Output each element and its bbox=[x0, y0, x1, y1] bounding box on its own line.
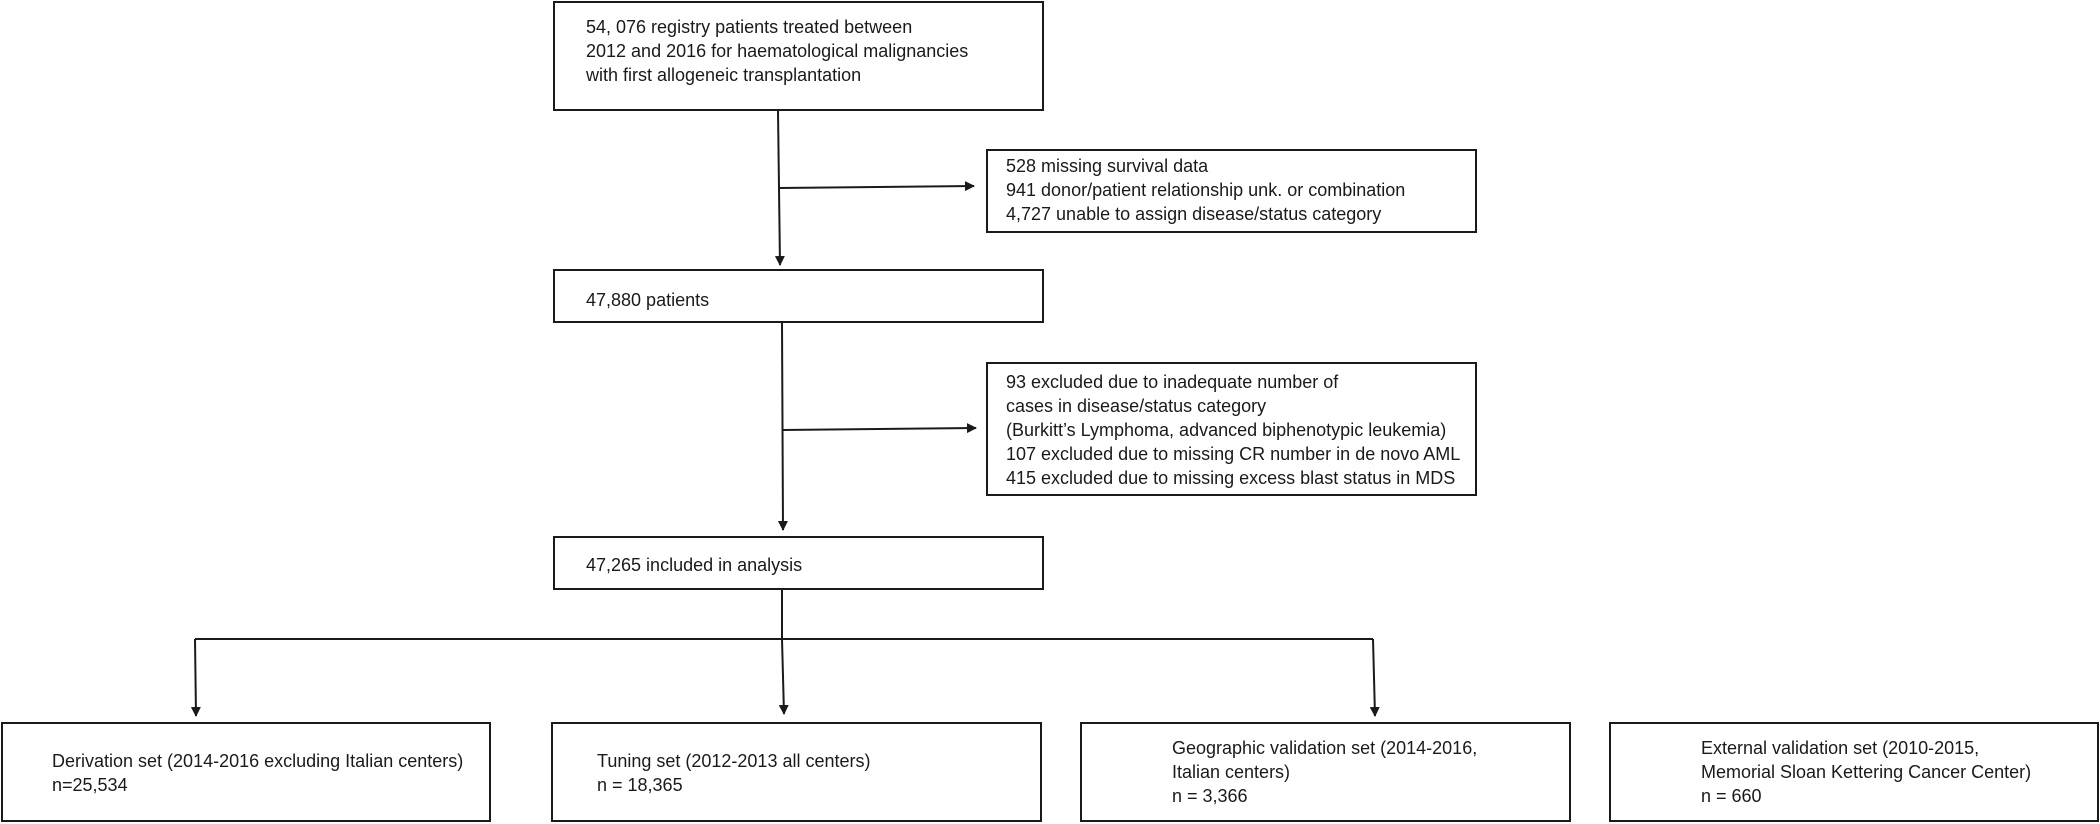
exclusion-box-2: 93 excluded due to inadequate number of … bbox=[986, 362, 1477, 496]
derivation-set-count: n=25,534 bbox=[52, 775, 128, 795]
registry-line-3: with first allogeneic transplantation bbox=[586, 65, 862, 85]
exclusion-2-line-1: 93 excluded due to inadequate number of bbox=[1006, 372, 1339, 392]
exclusion-2-line-5: 415 excluded due to missing excess blast… bbox=[1006, 468, 1456, 488]
arrow-to-exclusion-2 bbox=[781, 423, 977, 434]
exclusion-2-line-3: (Burkitt’s Lymphoma, advanced biphenotyp… bbox=[1006, 420, 1447, 440]
registry-line-1: 54, 076 registry patients treated betwee… bbox=[586, 17, 913, 37]
exclusion-1-line-3: 4,727 unable to assign disease/status ca… bbox=[1006, 204, 1382, 224]
geographic-validation-label-2: Italian centers) bbox=[1172, 762, 1291, 782]
derivation-set-box: Derivation set (2014-2016 excluding Ital… bbox=[1, 722, 491, 822]
arrow-patients-to-included bbox=[777, 322, 788, 531]
registry-line-2: 2012 and 2016 for haematological maligna… bbox=[586, 41, 969, 61]
registry-box: 54, 076 registry patients treated betwee… bbox=[553, 1, 1044, 111]
arrow-to-geographic bbox=[1369, 638, 1380, 717]
exclusion-1-line-2: 941 donor/patient relationship unk. or c… bbox=[1006, 180, 1406, 200]
included-count: 47,265 included in analysis bbox=[586, 555, 803, 575]
arrow-to-derivation bbox=[190, 638, 201, 717]
tuning-set-label: Tuning set (2012-2013 all centers) bbox=[597, 751, 871, 771]
derivation-set-label: Derivation set (2014-2016 excluding Ital… bbox=[52, 751, 464, 771]
exclusion-2-line-4: 107 excluded due to missing CR number in… bbox=[1006, 444, 1461, 464]
external-validation-box: External validation set (2010-2015, Memo… bbox=[1609, 722, 2099, 822]
arrow-to-exclusion-1 bbox=[778, 181, 975, 192]
exclusion-box-1: 528 missing survival data 941 donor/pati… bbox=[986, 149, 1477, 233]
external-validation-count: n = 660 bbox=[1701, 786, 1762, 806]
patients-count: 47,880 patients bbox=[586, 290, 710, 310]
arrow-to-tuning bbox=[778, 638, 789, 715]
tuning-set-box: Tuning set (2012-2013 all centers) n = 1… bbox=[551, 722, 1042, 822]
geographic-validation-label-1: Geographic validation set (2014-2016, bbox=[1172, 738, 1478, 758]
tuning-set-count: n = 18,365 bbox=[597, 775, 683, 795]
geographic-validation-box: Geographic validation set (2014-2016, It… bbox=[1080, 722, 1571, 822]
included-box: 47,265 included in analysis bbox=[553, 536, 1044, 590]
patients-box: 47,880 patients bbox=[553, 269, 1044, 323]
geographic-validation-count: n = 3,366 bbox=[1172, 786, 1248, 806]
exclusion-1-line-1: 528 missing survival data bbox=[1006, 156, 1209, 176]
exclusion-2-line-2: cases in disease/status category bbox=[1006, 396, 1267, 416]
external-validation-label-1: External validation set (2010-2015, bbox=[1701, 738, 1980, 758]
external-validation-label-2: Memorial Sloan Kettering Cancer Center) bbox=[1701, 762, 2032, 782]
